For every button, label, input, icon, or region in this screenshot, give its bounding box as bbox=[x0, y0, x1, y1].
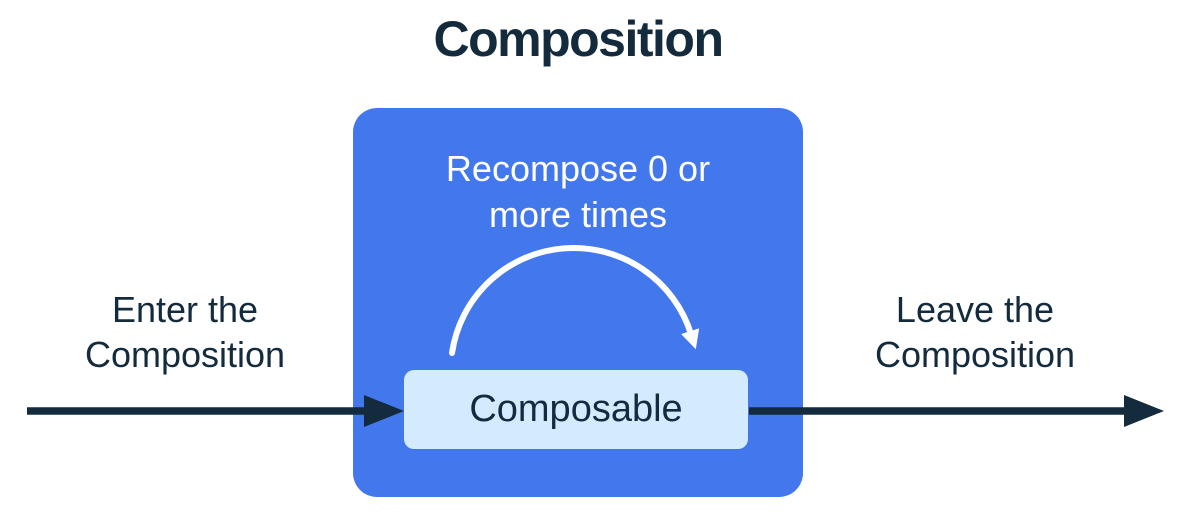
leave-arrow-icon bbox=[749, 395, 1164, 427]
recompose-label: Recompose 0 or more times bbox=[445, 148, 711, 235]
composable-box: Composable bbox=[404, 370, 748, 449]
page-title: Composition bbox=[433, 11, 724, 67]
enter-arrow-icon bbox=[27, 395, 404, 427]
enter-composition-label: Enter the Composition bbox=[84, 289, 286, 375]
leave-composition-label: Leave the Composition bbox=[874, 289, 1076, 375]
composable-label: Composable bbox=[469, 388, 683, 430]
